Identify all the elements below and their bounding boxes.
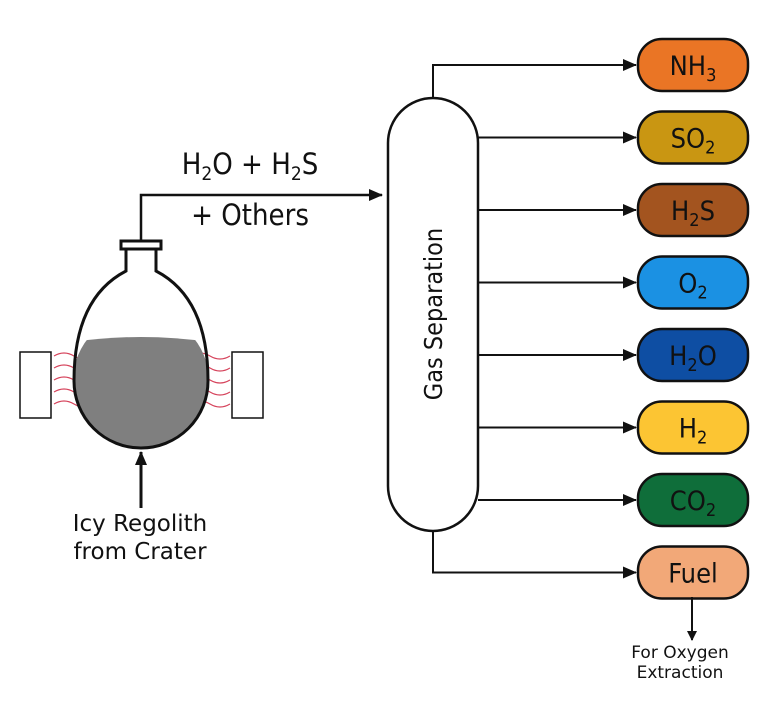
heater-right: [231, 351, 264, 419]
branch-arrow-0: [432, 59, 637, 98]
product-pill-4: H2O: [636, 327, 750, 383]
product-pill-shape: [636, 400, 750, 455]
flask: [72, 239, 210, 450]
product-label: O2: [678, 269, 707, 304]
output-branches: [432, 59, 637, 579]
vapor-mix-label-line2: + Others: [191, 198, 309, 232]
flask-outline: [72, 243, 210, 450]
product-label: CO2: [670, 486, 716, 521]
product-label: H2S: [671, 196, 715, 231]
product-label: H2O: [669, 341, 717, 376]
output-note-line1: For Oxygen: [631, 643, 729, 663]
gas-separation-label: Gas Separation: [419, 228, 448, 400]
branch-arrow-7: [432, 531, 637, 579]
product-pill-2: H2S: [636, 182, 750, 238]
product-pill-5: H2: [636, 400, 750, 455]
product-pill-shape: [636, 327, 750, 383]
product-pill-shape: [636, 182, 750, 238]
product-pill-3: O2: [636, 255, 750, 310]
flask-liquid: [73, 337, 209, 449]
product-pill-1: SO2: [636, 110, 750, 165]
output-note-line2: Extraction: [636, 663, 724, 684]
product-label: SO2: [671, 124, 716, 159]
product-pill-6: CO2: [636, 472, 750, 528]
input-label-line2: from Crater: [73, 538, 207, 565]
product-label: H2: [679, 414, 708, 449]
input-label-line1: Icy Regolith: [72, 511, 208, 537]
product-pill-shape: [636, 472, 750, 528]
heater-left: [19, 351, 52, 419]
product-label: NH3: [670, 51, 717, 86]
input-label: Icy Regolith from Crater: [20, 511, 260, 566]
output-note: For Oxygen Extraction: [600, 643, 760, 684]
flask-neck-cap: [119, 239, 163, 251]
vapor-mix-label-line1: H2O + H2S: [182, 147, 319, 185]
product-pill-shape: [636, 255, 750, 310]
product-pill-shape: [636, 110, 750, 165]
product-label: Fuel: [668, 559, 718, 590]
product-pill-0: NH3: [636, 37, 750, 93]
vapor-pipe-arrow: [139, 189, 383, 241]
product-pill-shape: [636, 37, 750, 93]
product-pill-7: Fuel: [636, 545, 750, 600]
